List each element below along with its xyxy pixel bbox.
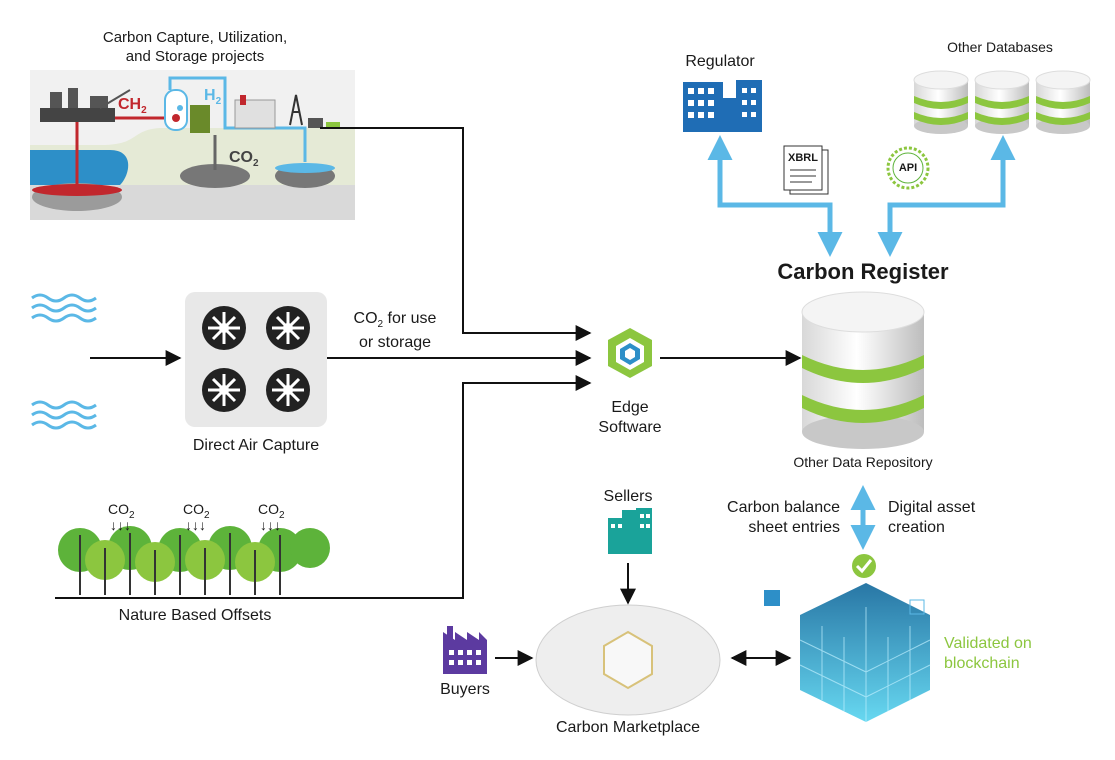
carbon-register-db (801, 291, 925, 449)
blockchain-cube-icon (764, 552, 931, 722)
nature-down-arrows-1: ↓↓↓ (110, 517, 131, 533)
wind-icon (31, 293, 97, 430)
dac-label: Direct Air Capture (192, 437, 320, 454)
ccus-scene (30, 70, 592, 341)
nature-down-arrows-2: ↓↓↓ (185, 517, 206, 533)
co2-storage-label: CO2 (229, 149, 259, 170)
ccus-title-line1: Carbon Capture, Utilization, (102, 29, 288, 46)
edge-software-icon (608, 328, 652, 378)
ch2-label: CH2 (118, 96, 147, 117)
h2-label: H2 (204, 87, 222, 108)
ccus-title: Carbon Capture, Utilization, and Storage… (70, 28, 320, 66)
nature-co2-3: CO2 (258, 501, 285, 521)
other-databases-icon (913, 70, 1091, 134)
carbon-marketplace (535, 604, 721, 716)
repo-label: Other Data Repository (793, 454, 933, 470)
trees-icon (58, 526, 330, 595)
buyers-icon (443, 626, 487, 674)
buyers-label: Buyers (440, 681, 490, 698)
co2-flow-label: CO2 for use or storage (353, 310, 437, 352)
api-label: API (898, 162, 918, 174)
ccus-title-line2: and Storage projects (125, 48, 265, 65)
sellers-label: Sellers (603, 488, 653, 505)
marketplace-label: Carbon Marketplace (555, 719, 701, 736)
regulator-icon (683, 80, 762, 132)
nature-down-arrows-3: ↓↓↓ (260, 517, 281, 533)
sellers-icon (608, 508, 652, 554)
nature-label: Nature Based Offsets (118, 607, 272, 624)
carbon-register-title: Carbon Register (777, 259, 949, 284)
nature-co2-2: CO2 (183, 501, 210, 521)
databases-label: Other Databases (947, 39, 1053, 55)
nature-co2-1: CO2 (108, 501, 135, 521)
regulator-label: Regulator (685, 53, 755, 70)
dac-unit (185, 292, 327, 427)
xbrl-label: XBRL (788, 152, 818, 164)
